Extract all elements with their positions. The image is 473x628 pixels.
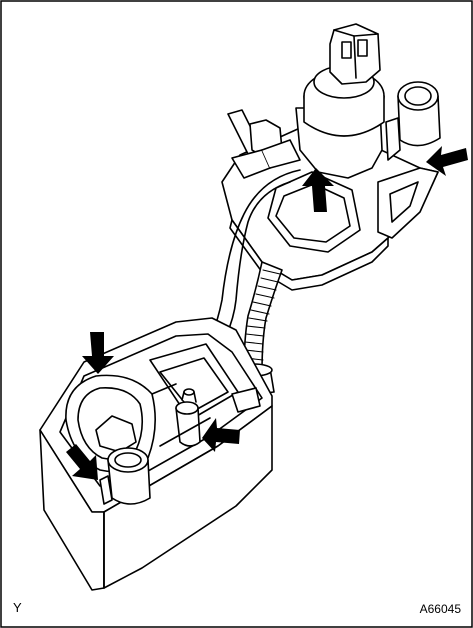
arrow-lower-left	[66, 444, 98, 480]
upper-valve-assembly	[221, 23, 441, 291]
arrow-lower-top-left	[82, 332, 114, 374]
arrow-lower-center	[202, 418, 240, 452]
arrow-upper-right	[426, 146, 468, 176]
corner-mark: Y	[13, 600, 22, 615]
arrow-upper-center	[302, 168, 334, 212]
callout-arrows	[66, 146, 468, 480]
lower-nipple-center	[175, 407, 201, 447]
figure-id: A66045	[419, 602, 461, 616]
thin-tube	[211, 169, 301, 335]
